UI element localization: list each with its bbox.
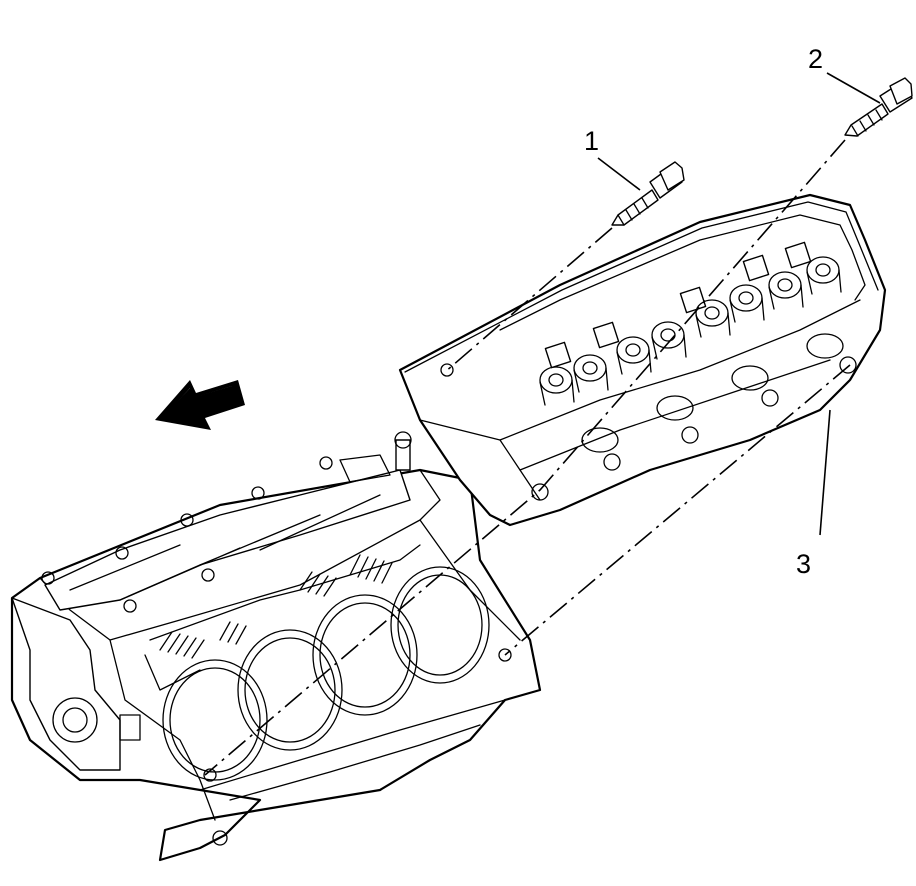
- bolt-2: [844, 77, 913, 137]
- callout-2: 2: [808, 44, 823, 74]
- rocker-pedestals: [544, 241, 812, 369]
- engine-block: [10, 431, 542, 862]
- valve-springs: [539, 256, 842, 406]
- callout-1: 1: [584, 126, 599, 156]
- port-openings: [440, 333, 857, 501]
- intake-area: [41, 431, 412, 613]
- callout-leaders: [597, 72, 881, 536]
- lifter-cluster: [159, 554, 393, 659]
- bolt-icon: [611, 77, 913, 226]
- bolt-1: [611, 161, 685, 226]
- alignment-lines: [204, 139, 851, 776]
- cylinder-head: [398, 193, 887, 527]
- callout-3: 3: [796, 549, 811, 579]
- arrow-left-down-icon: [155, 380, 245, 430]
